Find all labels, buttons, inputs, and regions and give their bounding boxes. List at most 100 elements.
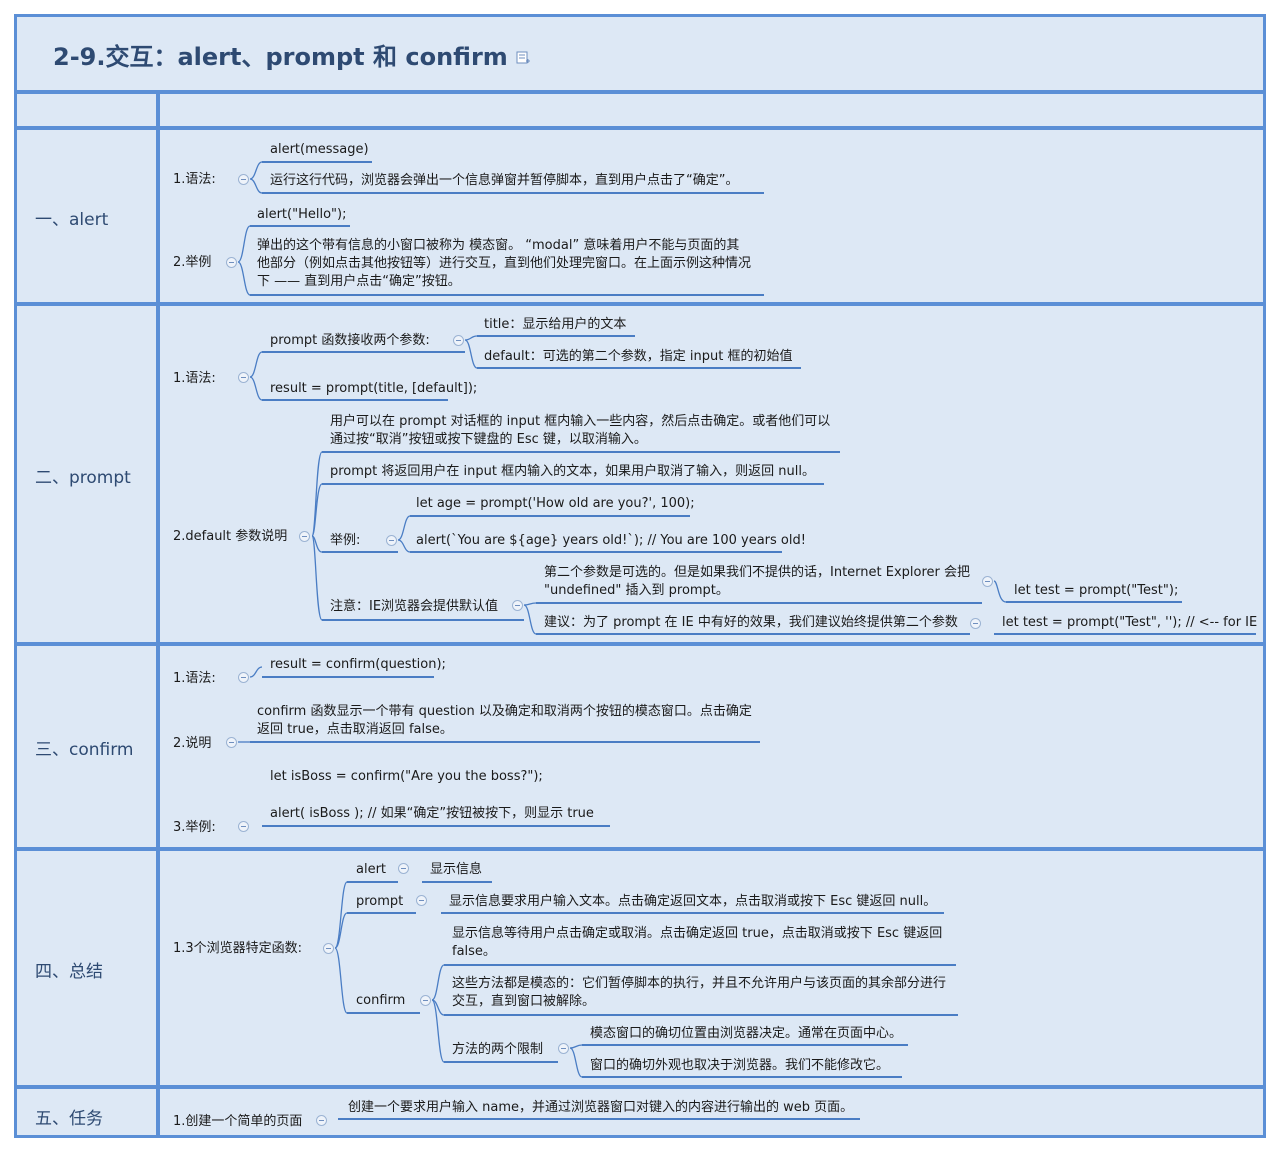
node-alert-syntax[interactable]: 1.语法:: [173, 172, 216, 187]
collapse-toggle[interactable]: [453, 335, 464, 346]
divider: [17, 1085, 1263, 1089]
node-confirm-example-code[interactable]: let isBoss = confirm("Are you the boss?"…: [270, 769, 543, 784]
collapse-toggle[interactable]: [558, 1043, 569, 1054]
node-underline: [322, 451, 840, 453]
node-prompt-result[interactable]: result = prompt(title, [default]);: [270, 381, 478, 396]
node-prompt-params[interactable]: prompt 函数接收两个参数:: [270, 333, 430, 348]
collapse-toggle[interactable]: [416, 895, 427, 906]
collapse-toggle[interactable]: [970, 618, 981, 629]
collapse-toggle[interactable]: [238, 672, 249, 683]
section-prompt: 二、prompt: [35, 468, 131, 488]
collapse-toggle[interactable]: [512, 600, 523, 611]
node-prompt-syntax[interactable]: 1.语法:: [173, 371, 216, 386]
node-confirm-example-code[interactable]: alert( isBoss ); // 如果“确定”按钮被按下，则显示 true: [270, 806, 594, 821]
node-prompt-example-code[interactable]: let age = prompt('How old are you?', 100…: [416, 496, 695, 511]
node-underline: [347, 1012, 420, 1014]
node-confirm-desc[interactable]: 2.说明: [173, 736, 212, 751]
node-confirm-example[interactable]: 3.举例:: [173, 820, 216, 835]
node-prompt-note1[interactable]: "undefined" 插入到 prompt。: [544, 583, 729, 598]
collapse-toggle[interactable]: [299, 531, 310, 542]
node-summary-limit2[interactable]: 窗口的确切外观也取决于浏览器。我们不能修改它。: [590, 1058, 890, 1073]
node-summary-confirm-desc[interactable]: 显示信息等待用户点击确定或取消。点击确定返回 true，点击取消或按下 Esc …: [452, 926, 943, 941]
node-summary-confirm[interactable]: confirm: [356, 993, 406, 1008]
divider: [17, 90, 1263, 94]
node-underline: [262, 351, 465, 353]
node-underline: [441, 912, 944, 914]
node-summary-functions[interactable]: 1.3个浏览器特定函数:: [173, 941, 303, 956]
node-alert-example-desc[interactable]: 他部分（例如点击其他按钮等）进行交互，直到他们处理完窗口。在上面示例这种情况: [257, 256, 752, 271]
node-underline: [338, 1118, 860, 1120]
collapse-toggle[interactable]: [316, 1115, 327, 1126]
node-confirm-desc-text[interactable]: 返回 true，点击取消返回 false。: [257, 722, 453, 737]
node-underline: [262, 161, 372, 163]
node-underline: [422, 881, 492, 883]
section-summary: 四、总结: [35, 962, 103, 982]
node-prompt-note1[interactable]: 第二个参数是可选的。但是如果我们不提供的话，Internet Explorer …: [544, 565, 971, 580]
node-alert-syntax-code[interactable]: alert(message): [270, 142, 369, 157]
node-prompt-desc1[interactable]: 用户可以在 prompt 对话框的 input 框内输入一些内容，然后点击确定。…: [330, 414, 831, 429]
mindmap-table: 2-9.交互：alert、prompt 和 confirm 一、alert 二、…: [14, 14, 1266, 1138]
collapse-toggle[interactable]: [238, 821, 249, 832]
node-underline: [347, 881, 398, 883]
node-underline: [994, 633, 1256, 635]
collapse-toggle[interactable]: [226, 257, 237, 268]
collapse-toggle[interactable]: [386, 535, 397, 546]
node-summary-limits[interactable]: 方法的两个限制: [452, 1042, 544, 1057]
collapse-toggle[interactable]: [323, 943, 334, 954]
node-alert-example[interactable]: 2.举例: [173, 255, 212, 270]
collapse-toggle[interactable]: [420, 995, 431, 1006]
divider: [17, 642, 1263, 646]
divider: [17, 302, 1263, 306]
collapse-toggle[interactable]: [398, 863, 409, 874]
node-confirm-desc-text[interactable]: confirm 函数显示一个带有 question 以及确定和取消两个按钮的模态…: [257, 704, 752, 719]
node-summary-alert-desc[interactable]: 显示信息: [430, 862, 483, 877]
node-summary-prompt[interactable]: prompt: [356, 894, 404, 909]
notes-icon[interactable]: [516, 51, 530, 65]
node-underline: [262, 399, 448, 401]
node-underline: [262, 825, 610, 827]
node-prompt-default[interactable]: 2.default 参数说明: [173, 529, 288, 544]
node-summary-modal[interactable]: 交互，直到窗口被解除。: [452, 994, 596, 1009]
node-confirm-syntax[interactable]: 1.语法:: [173, 671, 216, 686]
node-underline: [347, 912, 416, 914]
node-prompt-desc1[interactable]: 通过按“取消”按钮或按下键盘的 Esc 键，以取消输入。: [330, 432, 647, 447]
collapse-toggle[interactable]: [238, 372, 249, 383]
node-prompt-note2-code[interactable]: let test = prompt("Test", ''); // <-- fo…: [1002, 615, 1258, 630]
node-confirm-syntax-code[interactable]: result = confirm(question);: [270, 657, 446, 672]
collapse-toggle[interactable]: [226, 737, 237, 748]
node-prompt-note1-code[interactable]: let test = prompt("Test");: [1014, 583, 1179, 598]
node-underline: [410, 515, 690, 517]
node-prompt-note2[interactable]: 建议：为了 prompt 在 IE 中有好的效果，我们建议始终提供第二个参数: [544, 615, 958, 630]
collapse-toggle[interactable]: [238, 174, 249, 185]
node-prompt-desc2[interactable]: prompt 将返回用户在 input 框内输入的文本，如果用户取消了输入，则返…: [330, 464, 815, 479]
node-underline: [477, 367, 801, 369]
node-underline: [250, 294, 764, 296]
node-alert-example-code[interactable]: alert("Hello");: [257, 207, 347, 222]
node-underline: [262, 192, 764, 194]
node-underline: [582, 1044, 908, 1046]
node-prompt-param-title[interactable]: title：显示给用户的文本: [484, 317, 627, 332]
node-alert-syntax-desc[interactable]: 运行这行代码，浏览器会弹出一个信息弹窗并暂停脚本，直到用户点击了“确定”。: [270, 173, 739, 188]
node-prompt-example[interactable]: 举例:: [330, 533, 361, 548]
node-underline: [250, 225, 350, 227]
node-summary-confirm-desc[interactable]: false。: [452, 944, 496, 959]
node-summary-modal[interactable]: 这些方法都是模态的：它们暂停脚本的执行，并且不允许用户与该页面的其余部分进行: [452, 976, 947, 991]
divider: [17, 847, 1263, 851]
node-summary-alert[interactable]: alert: [356, 862, 387, 877]
node-underline: [536, 633, 970, 635]
node-summary-limit1[interactable]: 模态窗口的确切位置由浏览器决定。通常在页面中心。: [590, 1026, 903, 1041]
node-alert-example-desc[interactable]: 弹出的这个带有信息的小窗口被称为 模态窗。 “modal” 意味着用户不能与页面…: [257, 238, 740, 253]
node-prompt-example-code[interactable]: alert(`You are ${age} years old!`); // Y…: [416, 533, 806, 548]
collapse-toggle[interactable]: [982, 576, 993, 587]
section-task: 五、任务: [35, 1109, 103, 1129]
node-task-desc[interactable]: 创建一个要求用户输入 name，并通过浏览器窗口对键入的内容进行输出的 web …: [348, 1100, 854, 1115]
node-prompt-param-default[interactable]: default：可选的第二个参数，指定 input 框的初始值: [484, 349, 793, 364]
node-underline: [444, 1061, 558, 1063]
node-underline: [1006, 601, 1182, 603]
node-underline: [410, 551, 782, 553]
node-summary-prompt-desc[interactable]: 显示信息要求用户输入文本。点击确定返回文本，点击取消或按下 Esc 键返回 nu…: [449, 894, 937, 909]
node-prompt-note[interactable]: 注意：IE浏览器会提供默认值: [330, 599, 499, 614]
node-task-label[interactable]: 1.创建一个简单的页面: [173, 1114, 303, 1129]
node-alert-example-desc[interactable]: 下 —— 直到用户点击“确定”按钮。: [257, 274, 461, 289]
